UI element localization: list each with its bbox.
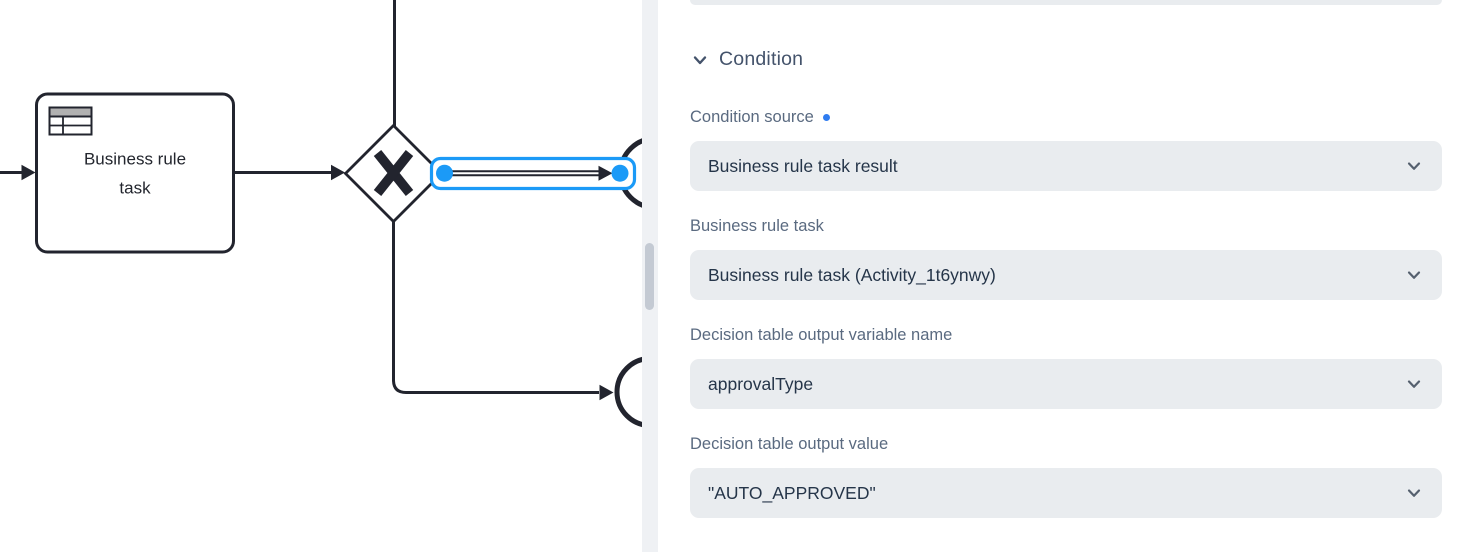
- chevron-down-icon: [1407, 271, 1421, 279]
- field-label: Decision table output variable name: [690, 326, 953, 344]
- bpmn-canvas-svg: Business rule task: [0, 0, 642, 427]
- form-group-business-rule-task: Business rule task Business rule task (A…: [690, 215, 1442, 300]
- business-rule-task-shape[interactable]: Business rule task: [35, 92, 235, 254]
- condition-section-header[interactable]: Condition: [690, 48, 803, 71]
- decision-table-output-variable-select[interactable]: approvalType: [690, 359, 1442, 409]
- chevron-down-icon: [1407, 162, 1421, 170]
- arrowhead-icon: [598, 165, 613, 181]
- chevron-down-icon: [1407, 489, 1421, 497]
- sequence-flow-task-to-gateway[interactable]: [233, 164, 346, 181]
- sequence-flow-gateway-to-bottom-event[interactable]: [392, 219, 614, 401]
- condition-source-select[interactable]: Business rule task result: [690, 141, 1442, 191]
- business-rule-task-select[interactable]: Business rule task (Activity_1t6ynwy): [690, 250, 1442, 300]
- exclusive-gateway-shape[interactable]: [343, 123, 444, 224]
- waypoint-handle-start[interactable]: [436, 164, 453, 182]
- arrowhead-icon: [21, 164, 36, 181]
- required-dot-icon: [822, 113, 830, 121]
- form-group-output-variable-name: Decision table output variable name appr…: [690, 324, 1442, 409]
- decision-table-output-value-select[interactable]: "AUTO_APPROVED": [690, 468, 1442, 518]
- form-group-output-value: Decision table output value "AUTO_APPROV…: [690, 433, 1442, 518]
- arrowhead-icon: [331, 164, 345, 181]
- select-value: "AUTO_APPROVED": [708, 482, 876, 503]
- field-label: Condition source: [690, 106, 1442, 128]
- field-label: Business rule task: [690, 217, 824, 235]
- clipped-field-above[interactable]: [690, 0, 1442, 5]
- task-label-line1: Business rule: [84, 150, 186, 169]
- selected-sequence-flow[interactable]: [429, 156, 637, 191]
- diagram-canvas[interactable]: Business rule task: [0, 0, 642, 552]
- arrowhead-icon: [599, 384, 614, 401]
- panel-scrollbar-track[interactable]: [642, 0, 658, 552]
- end-event-bottom[interactable]: [614, 357, 642, 427]
- sequence-flow-incoming[interactable]: [0, 164, 36, 181]
- exclusive-gateway-x-marker: [373, 150, 414, 196]
- select-value: Business rule task (Activity_1t6ynwy): [708, 264, 996, 285]
- panel-scrollbar-thumb[interactable]: [645, 243, 654, 310]
- select-value: Business rule task result: [708, 155, 898, 176]
- waypoint-handle-end[interactable]: [611, 164, 629, 182]
- section-title: Condition: [719, 48, 804, 70]
- task-label-line2: task: [119, 179, 151, 198]
- field-label: Decision table output value: [690, 435, 889, 453]
- chevron-down-icon: [1407, 380, 1421, 388]
- chevron-down-icon[interactable]: [690, 50, 710, 70]
- select-value: approvalType: [708, 373, 814, 394]
- form-group-condition-source: Condition source Business rule task resu…: [690, 106, 1442, 191]
- properties-panel: Condition Condition source Business rule…: [658, 0, 1466, 552]
- selection-outline[interactable]: [429, 156, 637, 191]
- decision-table-icon: [48, 106, 93, 136]
